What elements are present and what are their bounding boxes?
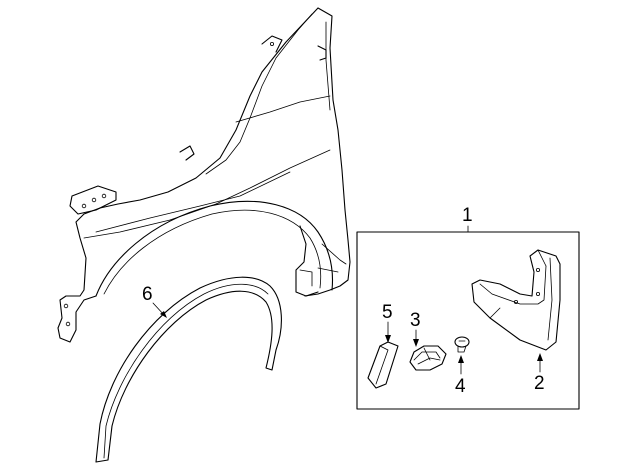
molding-piece <box>367 341 399 389</box>
callout-mud-flap: 2 <box>534 373 545 394</box>
callout-kit: 1 <box>462 205 473 226</box>
clip <box>409 345 447 371</box>
callout-clip: 3 <box>410 310 421 331</box>
callout-screw: 4 <box>455 376 466 397</box>
kit-box <box>356 225 580 410</box>
mud-flap <box>471 249 561 351</box>
arch-molding <box>95 276 282 463</box>
screw <box>454 336 470 353</box>
leader-lines <box>152 302 543 375</box>
callout-molding: 5 <box>382 302 393 323</box>
callout-arch-molding: 6 <box>142 284 153 305</box>
fender-panel <box>57 7 351 343</box>
